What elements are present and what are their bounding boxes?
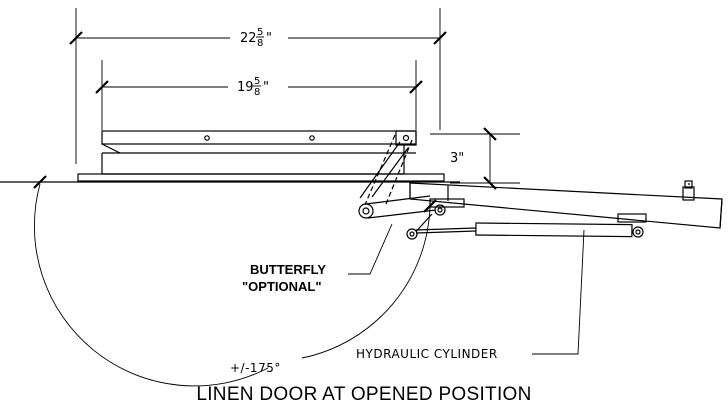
hydraulic-label: HYDRAULIC CYLINDER <box>356 347 498 361</box>
inner-dim-inch: " <box>263 80 269 95</box>
outer-dim-whole: 22 <box>240 31 257 46</box>
extension-lines <box>75 8 520 184</box>
dimension-offset: 3" <box>450 127 497 190</box>
swing-arc: +/-175° <box>33 175 437 387</box>
butterfly-callout: BUTTERFLY "OPTIONAL" <box>242 223 393 294</box>
butterfly-label-line1: BUTTERFLY <box>250 262 326 277</box>
butterfly-label-line2: "OPTIONAL" <box>242 279 322 294</box>
door-leaf <box>409 180 723 229</box>
butterfly-linkage <box>358 134 446 240</box>
hatch-frame <box>77 130 445 182</box>
outer-dim-inch: " <box>266 31 272 46</box>
swing-angle-label: +/-175° <box>230 361 281 375</box>
inner-dim-den: 8 <box>254 87 260 98</box>
outer-dim-den: 8 <box>257 38 263 49</box>
inner-dim-num: 5 <box>254 76 260 87</box>
hydraulic-callout: HYDRAULIC CYLINDER <box>356 229 585 361</box>
drawing-title: LINEN DOOR AT OPENED POSITION <box>196 384 531 405</box>
outer-dim-num: 5 <box>257 27 263 38</box>
dimension-outer: 22 5 8 " <box>69 27 447 49</box>
offset-dim: 3" <box>450 151 464 166</box>
hydraulic-cylinder <box>415 222 644 238</box>
inner-dim-whole: 19 <box>237 80 254 95</box>
dimension-inner: 19 5 8 " <box>95 76 423 98</box>
